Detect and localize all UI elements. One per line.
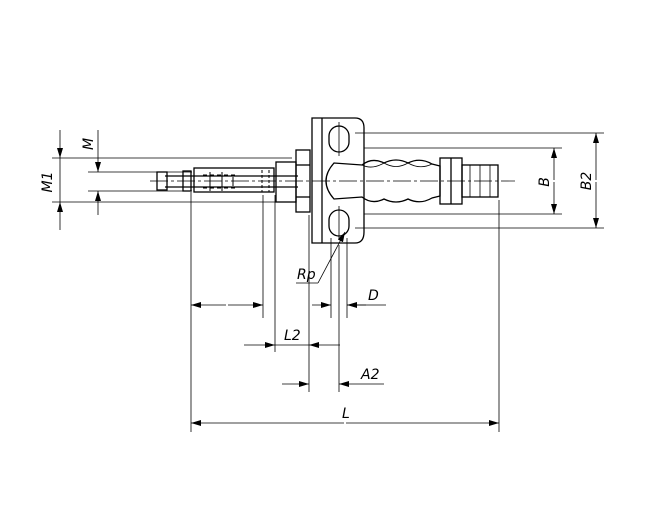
label-m1: M1 <box>40 172 56 193</box>
dimensions <box>52 130 604 432</box>
dim-rp <box>296 231 346 284</box>
dim-m <box>88 130 192 215</box>
flange-plate <box>311 117 365 244</box>
label-d: D <box>368 288 379 304</box>
label-m: M <box>81 138 97 150</box>
dim-m1 <box>52 130 292 230</box>
label-b2: B2 <box>579 172 595 191</box>
label-rp: Rp <box>297 267 316 283</box>
label-l: L <box>342 406 350 422</box>
label-l2: L2 <box>284 328 301 344</box>
clamp-part <box>150 117 515 244</box>
dim-b2 <box>355 132 604 229</box>
label-b: B <box>537 177 553 187</box>
dim-b <box>364 147 562 215</box>
label-a2: A2 <box>360 367 380 383</box>
dimension-labels: M1 M B B2 Rp D L2 A2 L <box>40 138 595 422</box>
handle-grip <box>325 159 441 203</box>
